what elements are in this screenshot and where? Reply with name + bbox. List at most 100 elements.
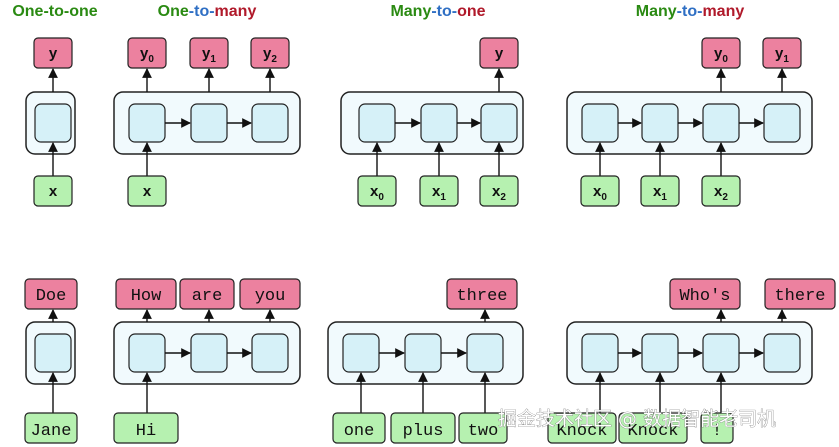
symbol-base: y [49,45,58,62]
symbol-label: x2 [492,183,506,203]
input-word-box [618,412,688,444]
output-word-box [446,278,518,310]
input-box [357,175,397,207]
rnn-cell [251,333,289,373]
title-segment: One-to-one [12,3,97,20]
output-word-box [764,278,836,310]
output-word: are [192,287,223,306]
input-word: two [468,422,499,441]
symbol-base: x [593,183,602,200]
rnn-cell [641,103,679,143]
panel-title: One-to-one [12,3,97,20]
output-word: Doe [36,287,67,306]
title-segment: -to- [189,3,215,20]
symbol-subscript: 0 [601,192,607,203]
output-word: Who's [679,287,730,306]
panel-title: One-to-many [158,3,257,20]
input-word-box [24,412,78,444]
input-word-box [547,412,617,444]
rnn-cell [702,333,740,373]
rnn-cell [581,333,619,373]
output-box [250,37,290,69]
output-word-box [179,278,235,310]
symbol-label: x1 [432,183,446,203]
rnn-cell [420,103,458,143]
symbol-label: x [49,183,58,200]
output-word-box [24,278,78,310]
input-word-box [332,412,386,444]
symbol-subscript: 1 [210,54,216,65]
rnn-cell [763,103,801,143]
symbol-base: y [495,45,504,62]
symbol-label: y [495,45,504,62]
output-box [33,37,73,69]
symbol-label: y2 [263,45,277,65]
rnn-cell [466,333,504,373]
rnn-cell [251,103,289,143]
rnn-cell [190,103,228,143]
rnn-cell [128,103,166,143]
symbol-label: x1 [653,183,667,203]
output-box [127,37,167,69]
symbol-subscript: 1 [661,192,667,203]
input-box [580,175,620,207]
panel-title: Many-to-many [636,3,745,20]
symbol-label: x [143,183,152,200]
input-box [127,175,167,207]
output-word: How [131,287,162,306]
rnn-cell [581,103,619,143]
output-word: you [255,287,286,306]
symbol-base: y [263,45,272,62]
rnn-cell [128,333,166,373]
symbol-base: y [140,45,149,62]
input-word: Knock [556,422,607,441]
rnn-cell [358,103,396,143]
output-word: three [456,287,507,306]
rnn-cell [702,103,740,143]
symbol-base: x [653,183,662,200]
symbol-base: x [432,183,441,200]
title-segment: One [158,3,189,20]
input-box [640,175,680,207]
input-word: ! [712,422,722,441]
output-word-box [239,278,301,310]
input-box [419,175,459,207]
symbol-base: y [775,45,784,62]
input-word-box [700,412,734,444]
rnn-cell [34,333,72,373]
symbol-subscript: 0 [722,54,728,65]
title-segment: -to- [677,3,703,20]
symbol-subscript: 2 [271,54,277,65]
output-box [701,37,741,69]
panel-title: Many-to-one [390,3,485,20]
rnn-cell [404,333,442,373]
symbol-base: x [370,183,379,200]
output-word-box [115,278,177,310]
symbol-label: x2 [714,183,728,203]
output-box [189,37,229,69]
title-segment: many [702,3,744,20]
input-word-box [458,412,508,444]
title-segment: Many [636,3,677,20]
symbol-label: x0 [370,183,384,203]
symbol-label: y1 [775,45,789,65]
symbol-subscript: 0 [378,192,384,203]
symbol-base: x [143,183,152,200]
symbol-subscript: 0 [148,54,154,65]
input-box [479,175,519,207]
rnn-cell [480,103,518,143]
title-segment: one [457,3,486,20]
rnn-cell [342,333,380,373]
input-word-box [113,412,179,444]
symbol-label: x0 [593,183,607,203]
rnn-cell [34,103,72,143]
output-word: there [774,287,825,306]
symbol-base: x [714,183,723,200]
panel-top: yx [25,37,76,207]
